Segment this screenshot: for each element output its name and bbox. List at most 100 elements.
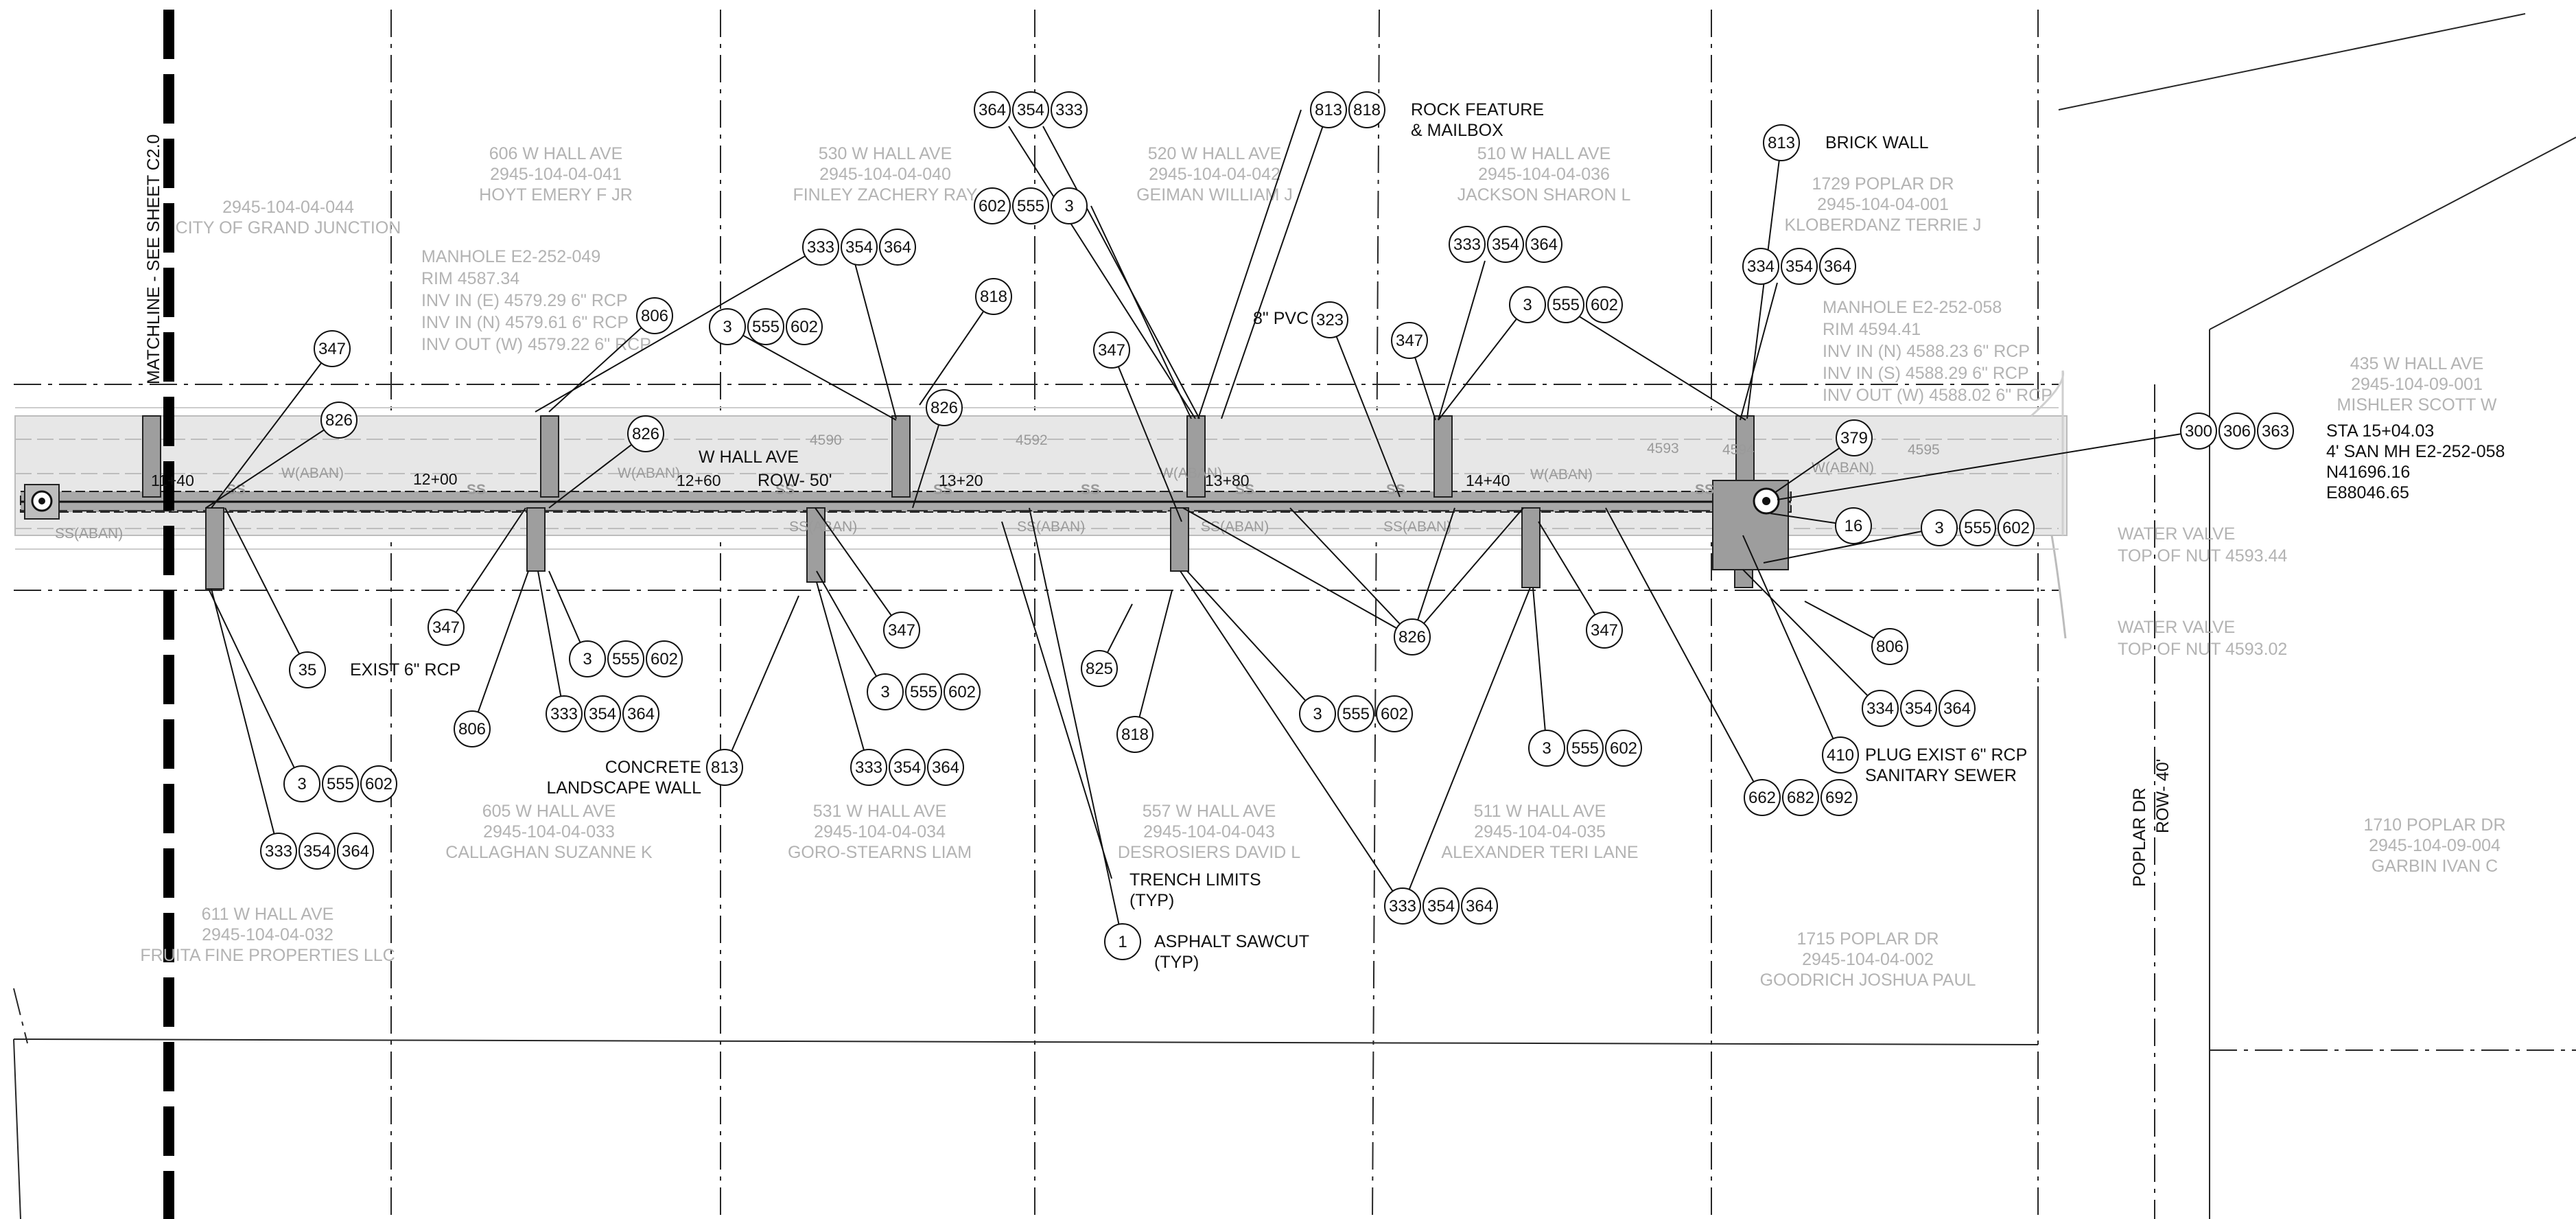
cross-street-name: POPLAR DR (2130, 788, 2149, 887)
keynote-bubble (1586, 612, 1623, 649)
keynote-bubble (1822, 736, 1859, 774)
keynote-number: 813 (1768, 134, 1795, 152)
keynote-group-kg-16: 826 (320, 402, 358, 439)
station-11-40: 11+40 (151, 472, 194, 489)
keynote-group-kg-24: 347 (883, 612, 920, 649)
keynote-number: 3 (1523, 296, 1532, 314)
keynote-number: 354 (1905, 699, 1932, 718)
keynote-group-kg-18: 826 (926, 389, 963, 426)
keynote-bubble (974, 91, 1011, 128)
keynote-number: 682 (1787, 789, 1814, 807)
keynote-number: 602 (651, 650, 678, 669)
keynote-bubble (850, 749, 887, 786)
keynote-bubble (867, 673, 904, 710)
keynote-bubble (428, 609, 465, 646)
keynote-number: 347 (1098, 341, 1125, 360)
keynote-bubble (747, 308, 784, 345)
keynote-number: 3 (723, 318, 731, 336)
keynote-bubble (1449, 226, 1486, 263)
keynote-bubble (1391, 322, 1428, 359)
keynote-bubble (926, 389, 963, 426)
keynote-number: 818 (1353, 101, 1381, 119)
station-13-80: 13+80 (1205, 472, 1250, 489)
keynote-bubble (1567, 730, 1604, 767)
keynote-number: 333 (1389, 897, 1416, 916)
keynote-bubble (1348, 91, 1385, 128)
keynote-bubble (337, 833, 374, 870)
keynote-number: 347 (1396, 332, 1423, 350)
keynote-bubble (1900, 690, 1937, 727)
keynote-number: 354 (1492, 235, 1519, 254)
keynote-bubble (584, 695, 621, 732)
keynote-bubble (1586, 286, 1623, 323)
note-exist-rcp: EXIST 6" RCP (350, 660, 460, 680)
keynote-bubble (1376, 695, 1413, 732)
keynote-number: 3 (1542, 739, 1551, 758)
note-asphalt-sawcut: ASPHALT SAWCUT(TYP) (1154, 932, 1309, 972)
keynote-number: 333 (1453, 235, 1481, 254)
keynote-group-kg-21: 16 (1835, 507, 1872, 544)
keynote-number: 662 (1748, 789, 1776, 807)
keynote-bubble (706, 749, 743, 786)
keynote-number: 334 (1866, 699, 1894, 718)
keynote-group-kg-14: 347 (1093, 332, 1130, 369)
keynote-number: 806 (1876, 638, 1904, 656)
keynote-bubble (289, 651, 326, 688)
keynote-number: 3 (297, 775, 306, 793)
keynote-bubble (1998, 509, 2035, 546)
keynote-number: 602 (948, 683, 976, 701)
keynote-number: 364 (1824, 257, 1851, 276)
keynote-number: 35 (298, 661, 317, 680)
keynote-number: 364 (979, 101, 1006, 119)
keynote-number: 334 (1747, 257, 1775, 276)
keynote-number: 16 (1845, 517, 1863, 535)
keynote-bubble (2218, 413, 2256, 450)
keynote-bubble (1605, 730, 1642, 767)
station-14-40: 14+40 (1466, 472, 1510, 489)
note-rock-feature: ROCK FEATURE& MAILBOX (1411, 100, 1544, 140)
note-pvc: 8" PVC (1253, 309, 1309, 328)
keynote-number: 818 (1121, 725, 1149, 744)
keynote-bubble (1835, 507, 1872, 544)
keynote-bubble (283, 765, 320, 802)
keynote-bubble (1781, 248, 1818, 285)
keynote-bubble (1921, 509, 1958, 546)
keynote-bubble (1744, 779, 1781, 816)
keynote-bubble (1525, 226, 1562, 263)
keynote-bubble (1093, 332, 1130, 369)
keynote-group-kg-13: 347 (314, 330, 351, 367)
keynote-bubble (1461, 887, 1498, 925)
street-row: ROW- 50' (758, 471, 832, 490)
keynote-bubble (1104, 923, 1141, 960)
keynote-number: 354 (1017, 101, 1044, 119)
keynote-number: 347 (888, 621, 915, 640)
keynote-number: 379 (1840, 429, 1868, 448)
keynote-number: 813 (711, 758, 738, 777)
keynote-bubble (975, 278, 1012, 315)
keynote-bubble (1763, 124, 1800, 161)
